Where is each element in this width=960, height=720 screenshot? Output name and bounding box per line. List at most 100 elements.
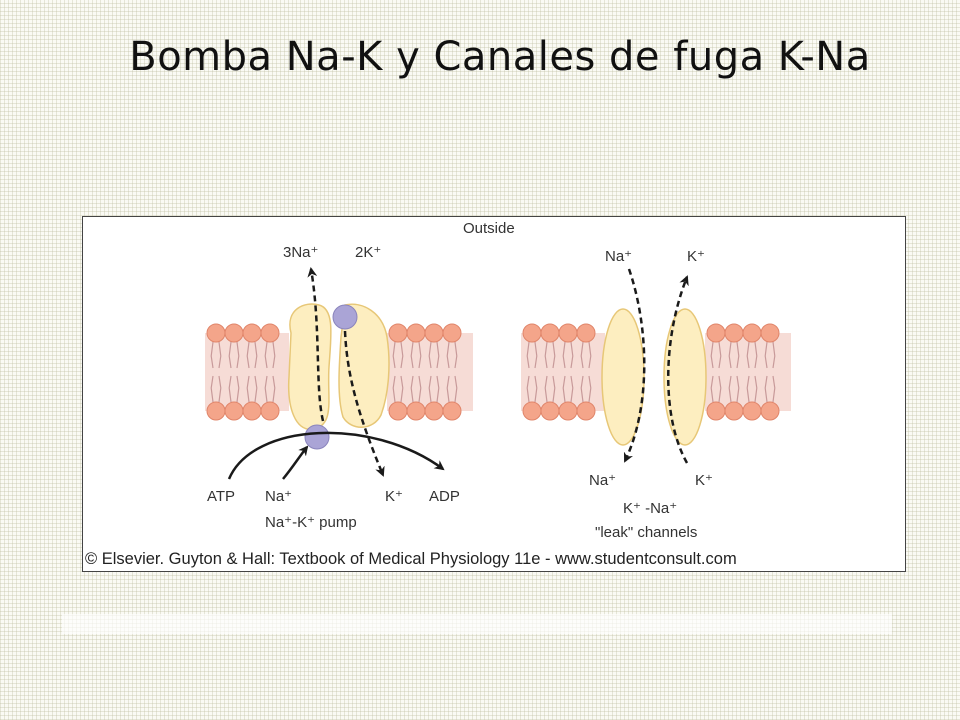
lipid-tail: [764, 341, 768, 369]
lipid-tail: [246, 375, 250, 403]
lipid-tail: [410, 375, 414, 403]
lipid-head: [442, 401, 462, 421]
lipid-head: [558, 401, 578, 421]
lipid-tail: [562, 341, 566, 369]
lipid-head: [540, 401, 560, 421]
na-binding-site: [304, 424, 330, 450]
lipid-head: [442, 323, 462, 343]
lipid-tail: [772, 341, 776, 369]
lipid-tail: [718, 341, 722, 369]
lipid-tail: [710, 341, 714, 369]
leak-caption-line1: K⁺ -Na⁺: [623, 500, 677, 517]
lipid-tail: [264, 375, 268, 403]
bilayer-core: [521, 333, 605, 411]
lipid-head: [522, 323, 542, 343]
na-leak-arrow: [623, 268, 646, 463]
na-in-arrow: [282, 445, 309, 480]
lipid-head: [522, 401, 542, 421]
lipid-tail: [428, 375, 432, 403]
lipid-tail: [544, 341, 548, 369]
lipid-head: [724, 323, 744, 343]
lipid-tail: [736, 341, 740, 369]
lipid-tail: [746, 341, 750, 369]
slide-title: Bomba Na-K y Canales de fuga K-Na: [129, 34, 871, 80]
adp-label: ADP: [429, 488, 460, 505]
lipid-tail: [552, 341, 556, 369]
lipid-tail: [446, 341, 450, 369]
bilayer-core: [387, 333, 473, 411]
lipid-head: [540, 323, 560, 343]
pump-k-label: K⁺: [385, 488, 403, 505]
lipid-head: [388, 401, 408, 421]
lipid-tail: [272, 375, 276, 403]
lipid-tail: [580, 375, 584, 403]
lipid-tail: [254, 341, 258, 369]
pump-caption: Na⁺-K⁺ pump: [265, 514, 357, 531]
lipid-tail: [236, 375, 240, 403]
lipid-tail: [228, 375, 232, 403]
atp-label: ATP: [207, 488, 235, 505]
lipid-head: [742, 401, 762, 421]
lipid-tail: [428, 341, 432, 369]
decorative-band: [62, 614, 892, 634]
lipid-head: [242, 401, 262, 421]
lipid-tail: [552, 375, 556, 403]
k-leak-arrow: [667, 275, 689, 464]
lipid-head: [388, 323, 408, 343]
lipid-head: [760, 323, 780, 343]
lipid-head: [706, 401, 726, 421]
lipid-tail: [272, 341, 276, 369]
lipid-tail: [534, 375, 538, 403]
membrane-transport-figure: Outside 3Na⁺ 2K⁺ ATP Na⁺ K⁺ ADP Na⁺-K⁺ p…: [82, 216, 906, 572]
lipid-head: [742, 323, 762, 343]
lipid-tail: [736, 375, 740, 403]
leak-k-top-label: K⁺: [687, 248, 705, 265]
lipid-tail: [418, 375, 422, 403]
lipid-tail: [264, 341, 268, 369]
lipid-head: [706, 323, 726, 343]
figure-credit: © Elsevier. Guyton & Hall: Textbook of M…: [85, 550, 737, 568]
lipid-head: [406, 401, 426, 421]
lipid-head: [242, 323, 262, 343]
lipid-tail: [526, 375, 530, 403]
lipid-tail: [562, 375, 566, 403]
lipid-tail: [228, 341, 232, 369]
lipid-tail: [410, 341, 414, 369]
membrane-diagram: Outside 3Na⁺ 2K⁺ ATP Na⁺ K⁺ ADP Na⁺-K⁺ p…: [205, 220, 791, 541]
pump-3na-label: 3Na⁺: [283, 244, 318, 261]
bilayer-core: [705, 333, 791, 411]
pump-2k-label: 2K⁺: [355, 244, 381, 261]
lipid-head: [576, 401, 596, 421]
bilayer-core: [205, 333, 289, 411]
lipid-tail: [210, 375, 214, 403]
leak-na-bottom-label: Na⁺: [589, 472, 616, 489]
pump-na-in-label: Na⁺: [265, 488, 292, 505]
lipid-head: [576, 323, 596, 343]
lipid-head: [424, 401, 444, 421]
lipid-head: [406, 323, 426, 343]
lipid-tail: [400, 375, 404, 403]
lipid-tail: [570, 341, 574, 369]
lipid-tail: [246, 341, 250, 369]
lipid-head: [224, 323, 244, 343]
lipid-head: [224, 401, 244, 421]
k-binding-site: [332, 304, 358, 330]
lipid-tail: [728, 375, 732, 403]
lipid-head: [260, 401, 280, 421]
lipid-tail: [588, 375, 592, 403]
lipid-tail: [526, 341, 530, 369]
lipid-head: [424, 323, 444, 343]
lipid-tail: [392, 341, 396, 369]
lipid-tail: [764, 375, 768, 403]
lipid-head: [558, 323, 578, 343]
na-efflux-arrow: [307, 267, 325, 422]
lipid-tail: [772, 375, 776, 403]
lipid-tail: [436, 375, 440, 403]
lipid-tail: [588, 341, 592, 369]
lipid-head: [206, 401, 226, 421]
lipid-tail: [400, 341, 404, 369]
lipid-tail: [570, 375, 574, 403]
lipid-tail: [218, 375, 222, 403]
lipid-tail: [418, 341, 422, 369]
lipid-tail: [436, 341, 440, 369]
